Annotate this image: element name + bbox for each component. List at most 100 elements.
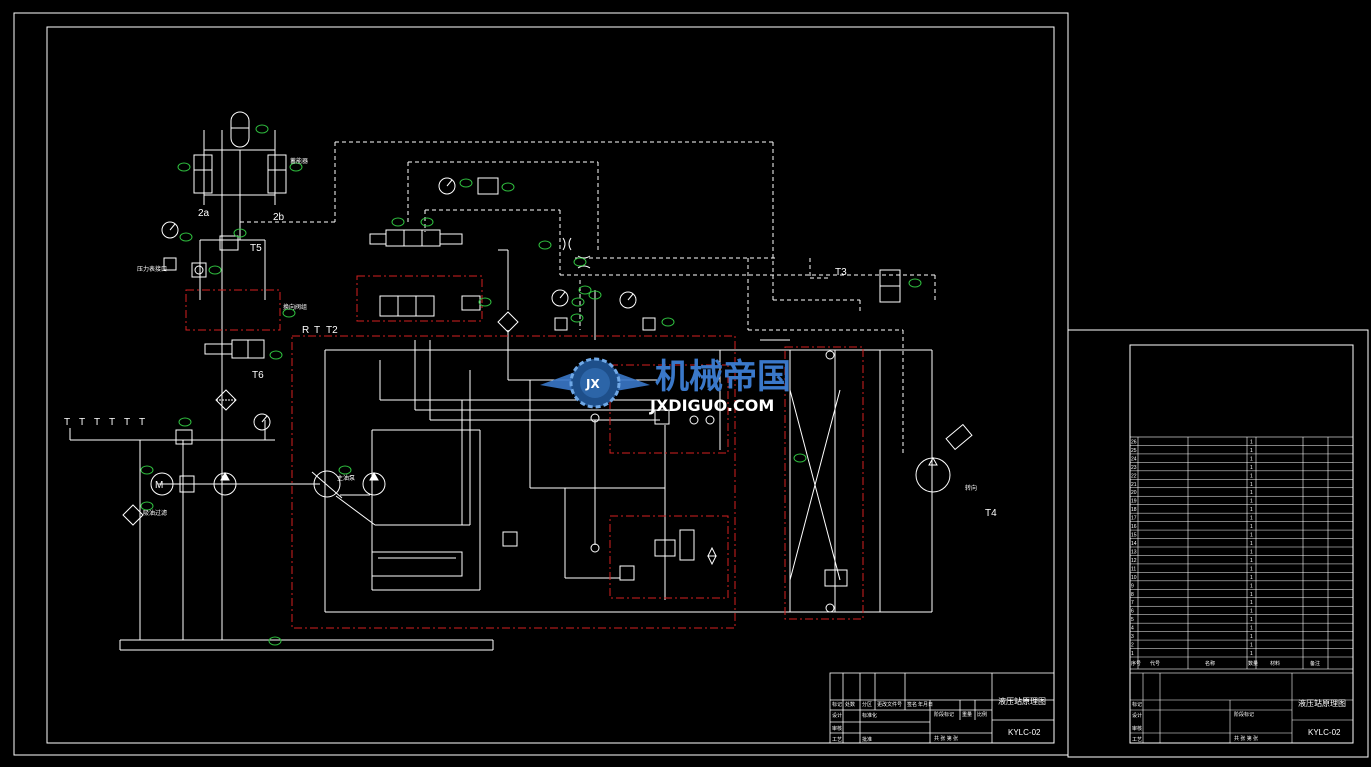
parts-row-qty: 1 <box>1250 499 1253 505</box>
parts-row-number: 3 <box>1131 634 1134 640</box>
parts-row-qty: 1 <box>1250 549 1253 555</box>
parts-row-number: 15 <box>1131 533 1137 539</box>
parts-row-number: 1 <box>1131 651 1134 657</box>
tb-sign-label: 签名 <box>907 701 917 708</box>
parts-row-number: 9 <box>1131 583 1134 589</box>
pt-process-label: 工艺 <box>1132 737 1142 743</box>
parts-header-material: 材料 <box>1270 660 1280 667</box>
parts-row-qty: 1 <box>1250 609 1253 615</box>
top-ports-group: R T T2 <box>302 325 338 336</box>
port-2b-label: 2b <box>273 212 285 223</box>
tb-approve-label: 批准 <box>862 736 872 743</box>
parts-row-number: 19 <box>1131 499 1137 505</box>
parts-row-qty: 1 <box>1250 490 1253 496</box>
tb-design-label: 设计 <box>832 712 842 719</box>
t3-label: T3 <box>835 267 847 278</box>
main-pump-label: 主油泵 <box>337 474 355 482</box>
parts-row-number: 16 <box>1131 524 1137 530</box>
parts-row-qty: 1 <box>1250 482 1253 488</box>
tb-check-label: 审核 <box>832 725 842 732</box>
tb-drawing-no: KYLC-02 <box>1008 728 1041 737</box>
parts-row-qty: 1 <box>1250 566 1253 572</box>
parts-row-number: 6 <box>1131 609 1134 615</box>
parts-row-number: 25 <box>1131 448 1137 454</box>
parts-row-qty: 1 <box>1250 600 1253 606</box>
tank-ports-group: T T T T T T <box>64 417 145 428</box>
parts-row-number: 21 <box>1131 482 1137 488</box>
parts-row-number: 17 <box>1131 516 1137 522</box>
parts-row-qty: 1 <box>1250 507 1253 513</box>
components <box>122 111 973 613</box>
parts-row-qty: 1 <box>1250 626 1253 632</box>
filter-label: 吸油过滤 <box>143 509 167 517</box>
tank-port-4: T <box>109 417 115 428</box>
parts-row-qty: 1 <box>1250 617 1253 623</box>
diagram-labels: 2a 2b T5 T6 T3 T4 M 压力表接口 蓄能器 换向阀组 主油泵 吸… <box>64 157 997 519</box>
tank-port-1: T <box>64 417 70 428</box>
parts-row-number: 26 <box>1131 439 1137 445</box>
pt-stage-label: 阶段标记 <box>1234 711 1254 718</box>
parts-row-number: 24 <box>1131 456 1137 462</box>
tb-mark-label: 标记 <box>832 701 842 708</box>
pilot-lines <box>240 141 936 455</box>
watermark-logo: JX 机械帝国 JXDIGUO.COM <box>540 357 791 415</box>
t6-label: T6 <box>252 370 264 381</box>
tb-main-title: 液压站原理图 <box>998 696 1046 706</box>
tb-zone-label: 分区 <box>862 701 872 708</box>
parts-row-qty: 1 <box>1250 516 1253 522</box>
title-block-text: 标记 处数 分区 更改文件号 签名 年月日 设计 审核 工艺 标准化 批准 阶段… <box>832 696 1046 743</box>
parts-row-number: 14 <box>1131 541 1137 547</box>
pt-check-label: 审核 <box>1132 725 1142 732</box>
parts-list-grid <box>1129 436 1354 744</box>
pt-design-label: 设计 <box>1132 712 1142 719</box>
gear-emblem-icon: JX <box>540 357 650 409</box>
parts-row-qty: 1 <box>1250 465 1253 471</box>
watermark-title: 机械帝国 <box>655 357 791 397</box>
tb-sheet-label: 共 张 第 张 <box>934 735 958 742</box>
parts-row-number: 22 <box>1131 473 1137 479</box>
parts-row-number: 11 <box>1131 566 1136 572</box>
tb-count-label: 处数 <box>845 701 855 708</box>
parts-row-number: 20 <box>1131 490 1137 496</box>
tank-port-5: T <box>124 417 130 428</box>
part-balloons <box>140 124 922 646</box>
port-2a-label: 2a <box>198 208 210 219</box>
parts-header-note: 备注 <box>1310 660 1320 667</box>
t4-label: T4 <box>985 508 997 519</box>
pt-drawing-no: KYLC-02 <box>1308 728 1341 737</box>
tank-port-2: T <box>79 417 85 428</box>
parts-row-qty: 1 <box>1250 643 1253 649</box>
pt-title: 液压站原理图 <box>1298 698 1346 708</box>
port-t2-label: T2 <box>326 325 338 336</box>
parts-row-number: 23 <box>1131 465 1137 471</box>
parts-row-number: 7 <box>1131 600 1134 606</box>
pt-mark-label: 标记 <box>1132 701 1142 708</box>
parts-row-qty: 1 <box>1250 634 1253 640</box>
parts-row-number: 18 <box>1131 507 1137 513</box>
parts-row-number: 8 <box>1131 592 1134 598</box>
port-r-label: R <box>302 325 309 336</box>
parts-row-qty: 1 <box>1250 592 1253 598</box>
emblem-text: JX <box>585 377 600 391</box>
tb-stage-label: 阶段标记 <box>934 711 954 718</box>
accumulator-label: 蓄能器 <box>290 157 308 165</box>
t5-label: T5 <box>250 243 262 254</box>
parts-header-code: 代号 <box>1150 660 1160 667</box>
parts-header-no: 序号 <box>1131 660 1141 667</box>
red-valve-block-boxes <box>185 275 864 629</box>
tb-standard-label: 标准化 <box>862 712 877 719</box>
parts-row-number: 4 <box>1131 626 1134 632</box>
parts-row-number: 10 <box>1131 575 1137 581</box>
tb-date-label: 年月日 <box>918 701 933 708</box>
parts-row-qty: 1 <box>1250 439 1253 445</box>
parts-row-qty: 1 <box>1250 473 1253 479</box>
tb-process-label: 工艺 <box>832 737 842 743</box>
parts-row-qty: 1 <box>1250 541 1253 547</box>
parts-row-number: 5 <box>1131 617 1134 623</box>
port-t-label: T <box>314 325 320 336</box>
reversing-valve-label: 换向阀组 <box>283 303 307 311</box>
tb-weight-label: 重量 <box>962 711 972 718</box>
parts-header-qty: 数量 <box>1248 660 1258 667</box>
